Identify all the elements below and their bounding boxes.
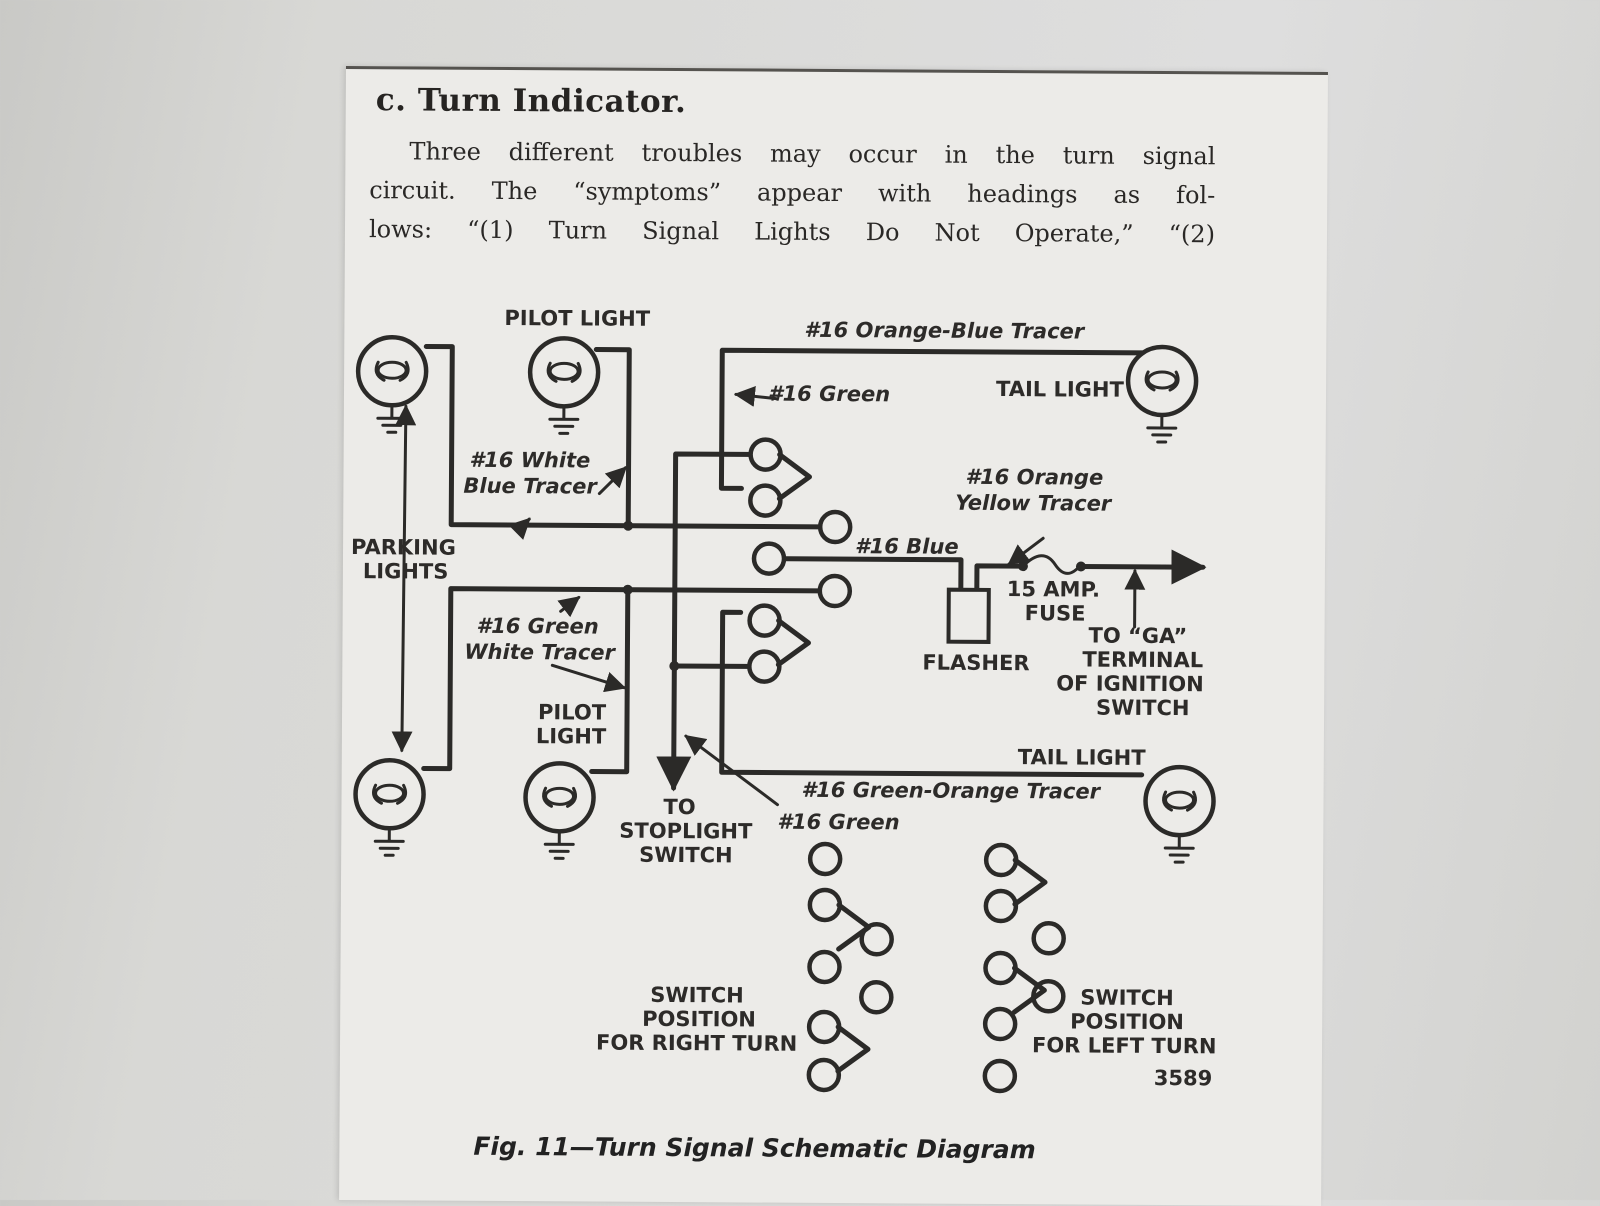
lamp-pilot-top	[530, 338, 599, 433]
flasher-box	[948, 590, 988, 642]
label-wire-green-white: #16 Green	[477, 614, 599, 639]
lamp-parking-top	[358, 337, 427, 432]
label-tail-light-top: TAIL LIGHT	[996, 377, 1125, 402]
label-pilot-light-bottom: PILOT	[538, 700, 607, 724]
switch-position-right-turn	[809, 844, 893, 1090]
fuse-terminal	[1076, 561, 1086, 571]
label-ignition: TO “GA”	[1088, 624, 1187, 649]
label-wire-green-top: #16 Green	[768, 382, 890, 407]
junction-dot	[669, 661, 679, 671]
label-flasher: FLASHER	[922, 651, 1029, 676]
label-ignition: TERMINAL	[1082, 648, 1203, 673]
lamp-pilot-bottom	[525, 763, 594, 858]
turn-signal-schematic: PILOT LIGHT #16 Orange-Blue Tracer #16 G…	[339, 66, 1328, 1206]
label-stoplight: SWITCH	[639, 843, 733, 868]
fuse-element	[1023, 556, 1081, 574]
label-right-turn: POSITION	[642, 1007, 756, 1032]
label-wire-white-blue: #16 White	[470, 448, 591, 473]
wire-ignition	[1081, 566, 1203, 567]
lamp-parking-bottom	[355, 760, 424, 855]
label-wire-orange-yellow: #16 Orange	[965, 465, 1103, 490]
label-fuse: FUSE	[1025, 601, 1086, 625]
label-pilot-light-bottom: LIGHT	[536, 724, 607, 748]
lamp-tail-bottom	[1145, 767, 1214, 862]
label-ignition: OF IGNITION	[1056, 671, 1204, 696]
label-stoplight: STOPLIGHT	[619, 819, 753, 844]
label-left-turn: POSITION	[1070, 1009, 1184, 1034]
label-wire-green-bottom: #16 Green	[777, 810, 899, 835]
label-wire-orange-yellow: Yellow Tracer	[955, 491, 1113, 516]
label-right-turn: FOR RIGHT TURN	[596, 1031, 797, 1056]
label-parking-lights: PARKING	[351, 535, 456, 560]
label-wire-orange-blue: #16 Orange-Blue Tracer	[804, 318, 1086, 344]
label-tail-light-bottom: TAIL LIGHT	[1018, 745, 1147, 770]
label-fuse: 15 AMP.	[1007, 577, 1100, 602]
label-left-turn: FOR LEFT TURN	[1032, 1033, 1217, 1058]
fuse-terminal	[1018, 561, 1028, 571]
label-left-turn: SWITCH	[1080, 986, 1174, 1011]
label-wire-white-blue: Blue Tracer	[463, 474, 598, 499]
label-parking-lights: LIGHTS	[363, 559, 449, 584]
label-right-turn: SWITCH	[650, 983, 744, 1008]
wire-pilot-top	[595, 350, 629, 526]
lamp-tail-top	[1128, 347, 1197, 442]
label-wire-green-white: White Tracer	[464, 640, 616, 665]
junction-dot	[623, 585, 633, 595]
figure-number: 3589	[1154, 1066, 1213, 1090]
wire-blue	[769, 559, 961, 590]
figure-caption: Fig. 11—Turn Signal Schematic Diagram	[473, 1132, 1035, 1164]
label-pilot-light-top: PILOT LIGHT	[504, 306, 650, 331]
label-wire-blue: #16 Blue	[855, 534, 959, 559]
label-ignition: SWITCH	[1096, 696, 1190, 721]
book-page: c. Turn Indicator. Three different troub…	[339, 66, 1328, 1206]
label-stoplight: TO	[663, 795, 695, 819]
junction-dot	[623, 521, 633, 531]
label-wire-green-orange: #16 Green-Orange Tracer	[802, 778, 1102, 804]
